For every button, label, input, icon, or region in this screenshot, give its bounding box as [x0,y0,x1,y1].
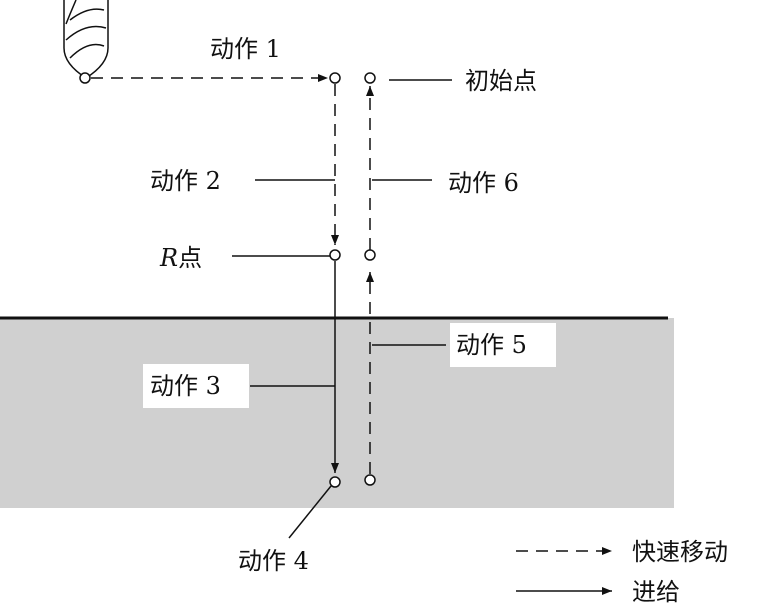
label-action-3: 动作 3 [150,372,221,400]
label-bg-action-5 [450,323,556,367]
workpiece-block [0,318,674,508]
legend-feed-label: 进给 [632,578,680,606]
label-r-letter: R [159,244,178,272]
point-hole-bottom-right [364,474,376,486]
label-action-6: 动作 6 [448,169,519,197]
point-hole-bottom-left [329,476,341,488]
legend-rapid-label: 快速移动 [632,538,728,566]
drill-bit-icon [63,0,109,79]
point-r-left [329,249,341,261]
point-action-1-end [329,72,341,84]
label-action-5: 动作 5 [456,331,527,359]
point-r-right [364,249,376,261]
label-action-4: 动作 4 [238,547,309,575]
label-action-2: 动作 2 [150,167,221,195]
label-initial-point: 初始点 [465,67,537,95]
leader-action-4 [288,485,332,539]
label-r-point: R点 [159,244,202,272]
label-action-1: 动作 1 [210,35,281,63]
label-r-suffix: 点 [178,244,202,272]
point-tool-start [79,72,91,84]
point-initial [364,72,376,84]
label-bg-action-3 [143,364,249,408]
legend: 快速移动 进给 [516,538,728,606]
